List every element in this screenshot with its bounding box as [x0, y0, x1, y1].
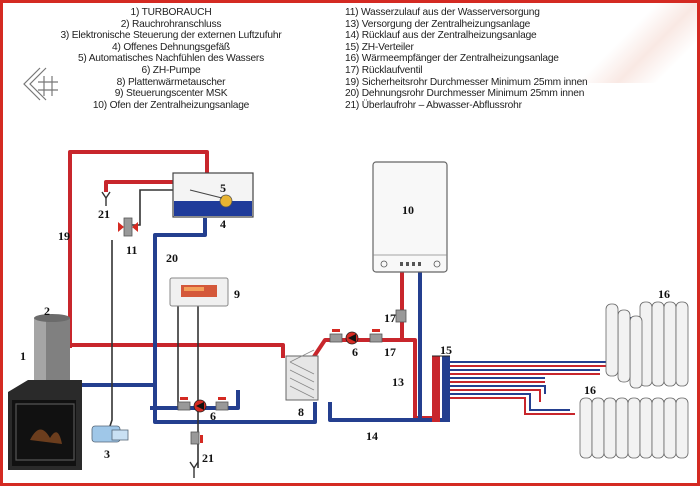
heating-schematic: 1 2 3 4 5 6 6 8 9 10 11 13 14 15 16 16 1…	[8, 67, 689, 478]
legend-item: 4) Offenes Dehnungsgefäß	[112, 41, 230, 53]
air-control-icon	[91, 425, 129, 443]
radiator-icon	[605, 301, 689, 389]
legend-item: 5) Automatisches Nachfühlen des Wassers	[77, 53, 265, 65]
expansion-tank-icon	[172, 172, 254, 218]
label-15: 15	[440, 343, 452, 357]
legend-item: 14) Rücklauf aus der Zentralheizungsanla…	[345, 30, 537, 42]
legend-item: 3) Elektronische Steuerung der externen …	[60, 30, 282, 42]
label-11: 11	[126, 243, 137, 257]
label-14: 14	[366, 429, 378, 443]
legend-item: 11) Wasserzulauf aus der Wasserversorgun…	[345, 7, 540, 18]
fireplace-icon	[8, 314, 82, 470]
label-17b: 17	[384, 345, 396, 359]
valve-icon	[118, 217, 138, 237]
legend-item: 17) Rücklaufventil	[345, 64, 423, 76]
legend-item: 16) Wärmeempfänger der Zentralheizungsan…	[345, 53, 559, 65]
legend-item: 1) TURBORAUCH	[130, 7, 212, 18]
label-13: 13	[392, 375, 404, 389]
label-1: 1	[20, 349, 26, 363]
label-16a: 16	[658, 287, 670, 301]
legend-item: 21) Überlaufrohr – Abwasser-Abflussrohr	[345, 99, 522, 111]
label-9: 9	[234, 287, 240, 301]
label-16b: 16	[584, 383, 596, 397]
funnel-icon	[101, 191, 199, 478]
legend-item: 19) Sicherheitsrohr Durchmesser Minimum …	[345, 76, 588, 88]
legend-item: 10) Ofen der Zentralheizungsanlage	[92, 99, 250, 111]
valve-icon	[177, 309, 407, 445]
legend-right: 11) Wasserzulauf aus der Wasserversorgun…	[345, 7, 588, 111]
legend-item: 20) Dehnungsrohr Durchmesser Minimum 25m…	[345, 88, 585, 100]
legend-item: 13) Versorgung der Zentralheizungsanlage	[345, 18, 531, 30]
legend-item: 8) Plattenwärmetauscher	[116, 76, 226, 88]
label-2: 2	[44, 304, 50, 318]
legend-item: 2) Rauchrohranschluss	[120, 18, 222, 30]
legend-item: 6) ZH-Pumpe	[141, 64, 201, 76]
label-6b: 6	[352, 345, 358, 359]
logo-icon	[23, 67, 58, 101]
distribution-lines	[450, 317, 638, 415]
legend-item: 15) ZH-Verteiler	[345, 41, 414, 53]
radiator-icon	[579, 397, 689, 459]
label-8: 8	[298, 405, 304, 419]
pump-icon	[193, 331, 359, 413]
label-17a: 17	[384, 311, 396, 325]
legend-item: 9) Steuerungscenter MSK	[114, 88, 228, 100]
controller-icon	[169, 277, 229, 307]
label-21b: 21	[202, 451, 214, 465]
legend-left: 1) TURBORAUCH 2) Rauchrohranschluss 3) E…	[21, 7, 321, 111]
boiler-icon	[372, 161, 448, 273]
label-21a: 21	[98, 207, 110, 221]
label-4: 4	[220, 217, 226, 231]
label-6a: 6	[210, 409, 216, 423]
label-20: 20	[166, 251, 178, 265]
number-labels: 1 2 3 4 5 6 6 8 9 10 11 13 14 15 16 16 1…	[20, 181, 670, 465]
heat-exchanger-icon	[285, 349, 319, 401]
label-10: 10	[402, 203, 414, 217]
valve-handle-icon	[180, 329, 380, 443]
label-5: 5	[220, 181, 226, 195]
corner-decoration	[577, 3, 697, 83]
manifold-icon	[432, 355, 450, 422]
label-3: 3	[104, 447, 110, 461]
label-19: 19	[58, 229, 70, 243]
